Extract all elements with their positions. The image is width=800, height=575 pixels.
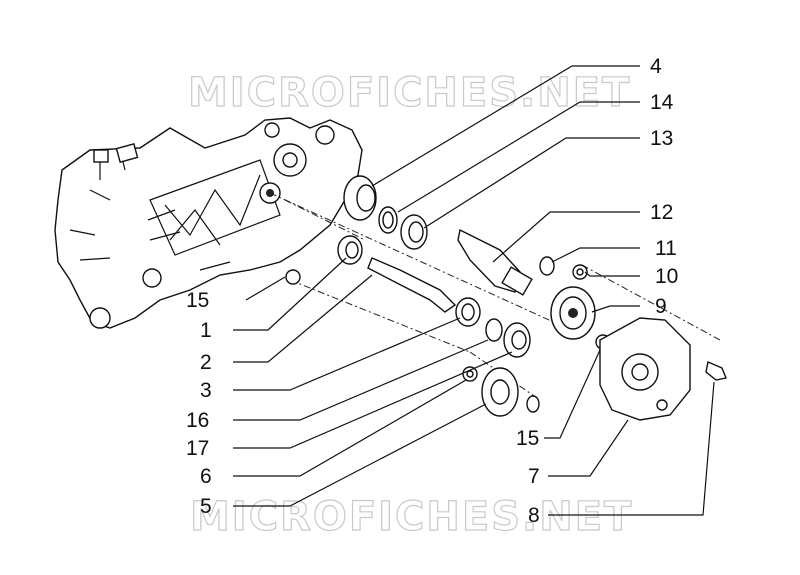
leader-lines — [233, 65, 715, 516]
part-12-drive-shaft — [457, 228, 533, 296]
callout-15-upper: 15 — [186, 289, 209, 312]
callout-8: 8 — [528, 504, 540, 527]
callout-16: 16 — [186, 409, 209, 432]
callout-9: 9 — [655, 295, 667, 318]
part-7-cover — [599, 317, 691, 421]
part-1-bearing — [337, 235, 363, 265]
part-3-bearing — [455, 297, 481, 327]
crankcase-housing — [54, 117, 363, 329]
callout-15-lower: 15 — [516, 427, 539, 450]
part-6-washer — [462, 366, 478, 382]
part-15-bushing-upper — [285, 269, 301, 285]
callout-2: 2 — [200, 351, 212, 374]
callout-10: 10 — [655, 265, 678, 288]
callout-11: 11 — [655, 237, 677, 260]
callout-1: 1 — [200, 319, 212, 342]
callout-7: 7 — [528, 465, 540, 488]
part-5-gear — [481, 367, 540, 417]
callout-4: 4 — [650, 55, 662, 78]
callout-5: 5 — [200, 495, 212, 518]
part-9-gear — [550, 286, 596, 340]
part-16-circlip — [485, 318, 503, 342]
watermark-bottom: MICROFICHES.NET — [190, 494, 633, 540]
part-2-shaft — [367, 257, 457, 313]
callout-14: 14 — [650, 91, 674, 114]
part-11-circlip — [539, 256, 555, 276]
callout-labels: 4 14 13 12 11 10 9 15 1 2 3 16 17 6 15 7… — [186, 55, 678, 527]
part-4-bearing — [343, 175, 377, 221]
part-17-bearing — [503, 322, 531, 358]
part-13-oil-seal — [400, 214, 428, 250]
callout-17: 17 — [186, 437, 209, 460]
callout-3: 3 — [200, 379, 212, 402]
part-8-bolt — [705, 361, 727, 381]
callout-12: 12 — [650, 201, 673, 224]
callout-6: 6 — [200, 465, 212, 488]
watermark-top: MICROFICHES.NET — [188, 70, 631, 116]
assembly-centerlines — [269, 192, 721, 401]
part-14-circlip — [378, 206, 398, 234]
part-10-washer — [572, 264, 588, 280]
callout-13: 13 — [650, 127, 673, 150]
